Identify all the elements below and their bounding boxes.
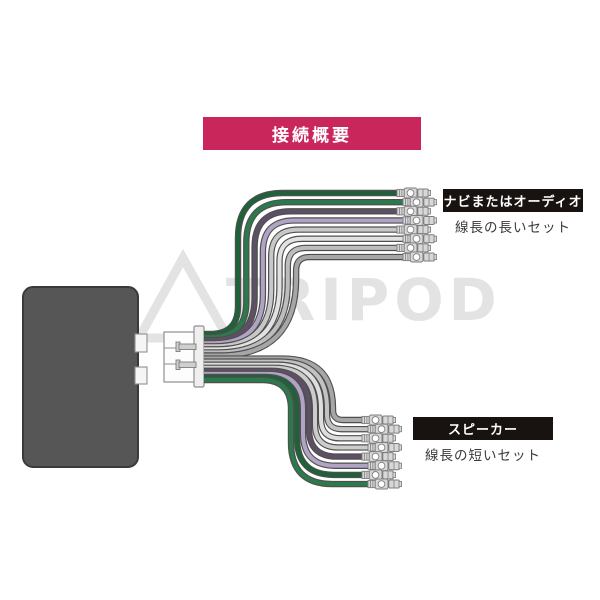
connector-bar bbox=[193, 325, 205, 388]
crimp-terminal-icon bbox=[361, 414, 396, 426]
device-output-tab bbox=[134, 333, 148, 353]
wire-path bbox=[204, 359, 370, 432]
sublabel-short-set: 線長の短いセット bbox=[425, 448, 541, 464]
wire-path bbox=[204, 200, 405, 340]
crimp-terminal-icon bbox=[396, 242, 431, 254]
wire-path bbox=[204, 191, 399, 336]
wire-path bbox=[204, 218, 405, 346]
wire-path bbox=[204, 371, 370, 468]
wire-path bbox=[204, 374, 364, 477]
crimp-terminal-icon bbox=[367, 441, 402, 453]
wire-path bbox=[204, 245, 399, 355]
wire-path bbox=[204, 209, 399, 343]
header-title: 接続概要 bbox=[272, 126, 352, 146]
crimp-terminal-icon bbox=[402, 196, 437, 208]
crimp-terminal-icon bbox=[396, 205, 431, 217]
crimp-terminal-icon bbox=[402, 214, 437, 226]
header-banner: 接続概要 bbox=[203, 117, 421, 150]
crimp-terminal-icon bbox=[361, 469, 396, 481]
wire-path bbox=[204, 362, 364, 441]
crimp-terminal-icon bbox=[402, 233, 437, 245]
label-navi-audio-text: ナビまたはオーディオ bbox=[443, 195, 583, 210]
latch-pin bbox=[178, 343, 197, 350]
wire-path bbox=[204, 255, 405, 358]
crimp-terminal-icon bbox=[396, 187, 431, 199]
latch-pin bbox=[178, 361, 197, 368]
wire-path bbox=[204, 365, 370, 450]
wire-path bbox=[204, 368, 364, 459]
crimp-terminal-icon bbox=[367, 460, 402, 472]
device-output-tab bbox=[134, 366, 148, 385]
sublabel-long-set: 線長の長いセット bbox=[455, 220, 571, 236]
connector-housing bbox=[163, 331, 196, 383]
crimp-terminal-icon bbox=[396, 224, 431, 236]
label-navi-audio: ナビまたはオーディオ bbox=[443, 189, 583, 212]
wire-path bbox=[204, 236, 405, 352]
wire-path bbox=[204, 227, 399, 349]
crimp-terminal-icon bbox=[367, 423, 402, 435]
crimp-terminal-icon bbox=[361, 432, 396, 444]
label-speaker-text: スピーカー bbox=[447, 423, 518, 438]
crimp-terminal-icon bbox=[367, 478, 402, 490]
wire-path bbox=[204, 356, 364, 422]
label-speaker: スピーカー bbox=[413, 417, 553, 440]
wire-path bbox=[204, 378, 370, 487]
crimp-terminal-icon bbox=[402, 251, 437, 263]
crimp-terminal-icon bbox=[361, 451, 396, 463]
